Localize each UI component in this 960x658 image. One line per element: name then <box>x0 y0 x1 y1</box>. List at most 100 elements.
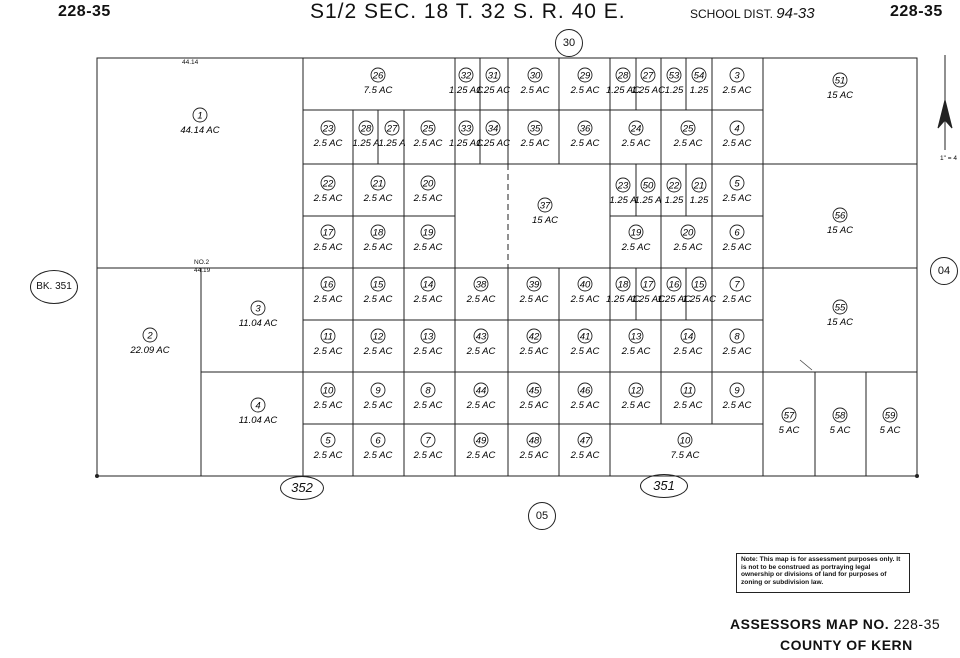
parcel-circle <box>640 276 656 292</box>
parcel-47[interactable]: 472.5 AC <box>570 432 600 461</box>
parcel-circle <box>370 382 386 398</box>
parcel-13[interactable]: 132.5 AC <box>413 328 443 357</box>
parcel-15[interactable]: 151.25 AC <box>682 276 716 305</box>
parcel-11[interactable]: 112.5 AC <box>673 382 703 411</box>
parcel-23[interactable]: 231.25 A <box>609 177 637 206</box>
adjacent-book-bottom-right[interactable]: 351 <box>640 474 688 498</box>
parcel-27[interactable]: 271.25 A <box>378 120 406 149</box>
parcel-17[interactable]: 171.25 AC <box>631 276 665 305</box>
parcel-16[interactable]: 161.25 AC <box>657 276 691 305</box>
parcel-22[interactable]: 222.5 AC <box>313 175 343 204</box>
parcel-3[interactable]: 32.5 AC <box>722 67 752 96</box>
parcel-6[interactable]: 62.5 AC <box>722 224 752 253</box>
adjacent-book-left[interactable]: BK. 351 <box>30 270 78 304</box>
parcel-number: 34 <box>488 123 499 134</box>
parcel-43[interactable]: 432.5 AC <box>466 328 496 357</box>
parcel-21[interactable]: 212.5 AC <box>363 175 393 204</box>
parcel-20[interactable]: 202.5 AC <box>413 175 443 204</box>
parcel-10[interactable]: 102.5 AC <box>313 382 343 411</box>
parcel-number: 5 <box>734 178 740 189</box>
parcel-12[interactable]: 122.5 AC <box>621 382 651 411</box>
parcel-23[interactable]: 232.5 AC <box>313 120 343 149</box>
parcel-18[interactable]: 181.25 AC <box>606 276 640 305</box>
parcel-number: 14 <box>423 279 434 290</box>
parcel-4[interactable]: 411.04 AC <box>239 397 278 426</box>
parcel-46[interactable]: 462.5 AC <box>570 382 600 411</box>
parcel-9[interactable]: 92.5 AC <box>722 382 752 411</box>
parcel-12[interactable]: 122.5 AC <box>363 328 393 357</box>
parcel-28[interactable]: 281.25 A <box>352 120 380 149</box>
parcel-28[interactable]: 281.25 AC <box>606 67 640 96</box>
parcel-49[interactable]: 492.5 AC <box>466 432 496 461</box>
parcel-42[interactable]: 422.5 AC <box>519 328 549 357</box>
adjacent-map-bottom[interactable]: 05 <box>528 502 556 530</box>
map-code-left: 228-35 <box>58 3 111 20</box>
parcel-circle <box>473 432 489 448</box>
parcel-48[interactable]: 482.5 AC <box>519 432 549 461</box>
parcel-2[interactable]: 222.09 AC <box>129 327 170 356</box>
parcel-53[interactable]: 531.25 <box>665 67 684 96</box>
parcel-18[interactable]: 182.5 AC <box>363 224 393 253</box>
parcel-25[interactable]: 252.5 AC <box>413 120 443 149</box>
parcel-7[interactable]: 72.5 AC <box>722 276 752 305</box>
parcel-5[interactable]: 52.5 AC <box>313 432 343 461</box>
parcel-19[interactable]: 192.5 AC <box>413 224 443 253</box>
parcel-8[interactable]: 82.5 AC <box>722 328 752 357</box>
parcel-21[interactable]: 211.25 <box>690 177 709 206</box>
parcel-14[interactable]: 142.5 AC <box>413 276 443 305</box>
parcel-31[interactable]: 311.25 AC <box>476 67 510 96</box>
parcel-19[interactable]: 192.5 AC <box>621 224 651 253</box>
parcel-40[interactable]: 402.5 AC <box>570 276 600 305</box>
parcel-57[interactable]: 575 AC <box>779 407 800 436</box>
parcel-58[interactable]: 585 AC <box>830 407 851 436</box>
parcel-41[interactable]: 412.5 AC <box>570 328 600 357</box>
parcel-59[interactable]: 595 AC <box>880 407 901 436</box>
parcel-50[interactable]: 501.25 A <box>634 177 662 206</box>
parcel-54[interactable]: 541.25 <box>690 67 709 96</box>
parcel-circle <box>832 407 848 423</box>
parcel-4[interactable]: 42.5 AC <box>722 120 752 149</box>
parcel-10[interactable]: 107.5 AC <box>671 432 700 461</box>
adjacent-map-top[interactable]: 30 <box>555 29 583 57</box>
parcel-29[interactable]: 292.5 AC <box>570 67 600 96</box>
parcel-3[interactable]: 311.04 AC <box>239 300 278 329</box>
parcel-27[interactable]: 271.25 AC <box>631 67 665 96</box>
parcel-14[interactable]: 142.5 AC <box>673 328 703 357</box>
parcel-13[interactable]: 132.5 AC <box>621 328 651 357</box>
parcel-6[interactable]: 62.5 AC <box>363 432 393 461</box>
parcel-22[interactable]: 221.25 <box>665 177 684 206</box>
parcel-9[interactable]: 92.5 AC <box>363 382 393 411</box>
parcel-45[interactable]: 452.5 AC <box>519 382 549 411</box>
parcel-26[interactable]: 267.5 AC <box>364 67 393 96</box>
parcel-acreage: 5 AC <box>880 425 901 436</box>
parcel-39[interactable]: 392.5 AC <box>519 276 549 305</box>
parcel-8[interactable]: 82.5 AC <box>413 382 443 411</box>
parcel-30[interactable]: 302.5 AC <box>520 67 550 96</box>
parcel-1[interactable]: 144.14 AC <box>180 107 220 136</box>
parcel-33[interactable]: 331.25 AC <box>449 120 483 149</box>
parcel-24[interactable]: 242.5 AC <box>621 120 651 149</box>
parcel-38[interactable]: 382.5 AC <box>466 276 496 305</box>
parcel-15[interactable]: 152.5 AC <box>363 276 393 305</box>
parcel-35[interactable]: 352.5 AC <box>520 120 550 149</box>
parcel-16[interactable]: 162.5 AC <box>313 276 343 305</box>
parcel-25[interactable]: 252.5 AC <box>673 120 703 149</box>
parcel-36[interactable]: 362.5 AC <box>570 120 600 149</box>
parcel-number: 39 <box>529 279 540 290</box>
parcel-number: 29 <box>579 70 591 81</box>
parcel-17[interactable]: 172.5 AC <box>313 224 343 253</box>
parcel-7[interactable]: 72.5 AC <box>413 432 443 461</box>
parcel-34[interactable]: 341.25 AC <box>476 120 510 149</box>
parcel-5[interactable]: 52.5 AC <box>722 175 752 204</box>
parcel-44[interactable]: 442.5 AC <box>466 382 496 411</box>
parcel-acreage: 2.5 AC <box>363 400 393 411</box>
adjacent-book-bottom-left[interactable]: 352 <box>280 476 324 500</box>
parcel-20[interactable]: 202.5 AC <box>673 224 703 253</box>
parcel-11[interactable]: 112.5 AC <box>313 328 343 357</box>
parcel-32[interactable]: 321.25 AC <box>449 67 483 96</box>
adjacent-map-right[interactable]: 04 <box>930 257 958 285</box>
